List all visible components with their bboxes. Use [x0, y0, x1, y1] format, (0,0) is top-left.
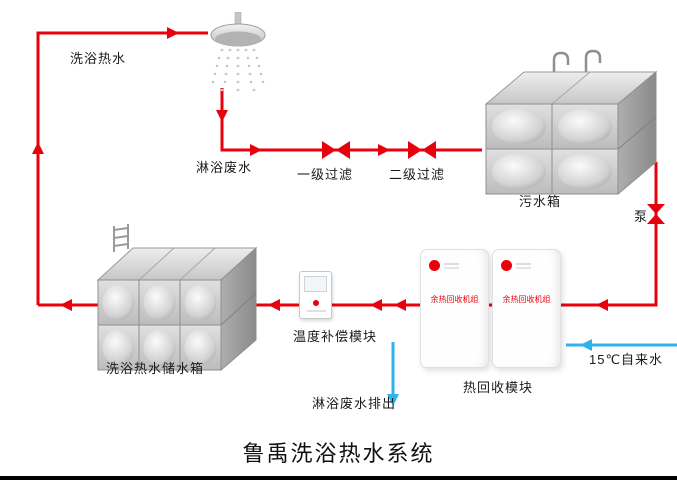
- bottom-border: [0, 476, 677, 480]
- filter-valve-2-icon: [408, 141, 436, 159]
- diagram-title: 鲁禹洗浴热水系统: [242, 441, 435, 466]
- label-filter-stage2: 二级过滤: [389, 167, 446, 182]
- heat-recovery-unit-1: 余热回收机组: [420, 249, 489, 368]
- label-storage-tank: 洗浴热水储水箱: [106, 361, 205, 376]
- tank-vent-pipes: [552, 49, 602, 72]
- brand-logo-icon: [429, 260, 440, 271]
- brand-logo-icon: [501, 260, 512, 271]
- logo-text-lines: [444, 263, 459, 265]
- heat-recovery-unit-2: 余热回收机组: [492, 249, 561, 368]
- label-heat-recovery: 热回收模块: [463, 380, 534, 395]
- label-shower-waste: 淋浴废水: [196, 160, 253, 175]
- label-temp-compensation: 温度补偿模块: [293, 329, 378, 344]
- temp-module-slot: [307, 310, 326, 312]
- label-bath-hot-water: 洗浴热水: [70, 51, 127, 66]
- temp-compensation-device: [299, 271, 332, 319]
- shower-spray: [211, 48, 265, 92]
- logo-text-lines: [516, 263, 531, 265]
- temp-module-display: [304, 276, 327, 292]
- heat-recovery-unit-label: 余热回收机组: [430, 295, 479, 304]
- label-sewage-tank: 污水箱: [519, 194, 562, 209]
- label-pump: 泵: [634, 209, 649, 224]
- storage-tank-image: [88, 222, 258, 382]
- heat-recovery-unit-label: 余热回收机组: [502, 295, 551, 304]
- sewage-tank-image: [476, 48, 658, 205]
- label-tap-water: 15℃自来水: [589, 352, 664, 367]
- label-filter-stage1: 一级过滤: [297, 167, 354, 182]
- filter-valve-1-icon: [322, 141, 350, 159]
- cold-water-pipes: [387, 339, 677, 406]
- tank-ladder: [113, 224, 129, 252]
- pump-valve-icon: [647, 204, 665, 224]
- shower-head-icon: [192, 11, 282, 102]
- label-waste-discharge: 淋浴废水排出: [312, 396, 397, 411]
- temp-module-indicator: [313, 300, 319, 306]
